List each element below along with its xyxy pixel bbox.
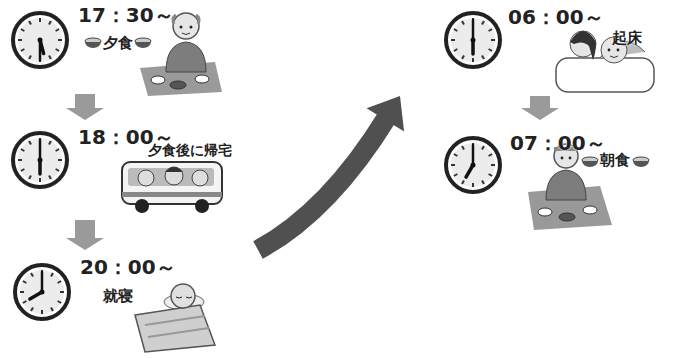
time-label: 20：00～ xyxy=(80,256,176,278)
arrow-shape xyxy=(66,94,104,120)
arrow-head xyxy=(367,96,405,131)
bus-illustration xyxy=(122,162,222,213)
down-arrow xyxy=(521,96,559,120)
arrow-shape xyxy=(521,96,559,120)
activity-label: 就寝 xyxy=(103,288,133,305)
activity-label: 起床 xyxy=(612,30,642,47)
time-label: 07：00～ xyxy=(510,132,606,154)
clock-icon xyxy=(15,265,69,319)
time-label: 17：30～ xyxy=(78,4,174,26)
step-box: 07：00～朝食 xyxy=(400,120,662,232)
down-arrow xyxy=(66,220,104,250)
step-box: 17：30～ 夕食 xyxy=(8,4,258,94)
step-box: 18：00～夕食後に帰宅 xyxy=(8,120,258,220)
down-arrow xyxy=(66,94,104,120)
clock-icon xyxy=(446,13,500,67)
breakfast-illustration xyxy=(528,144,612,230)
arrow-shaft xyxy=(258,116,387,250)
step-box: 06：00～ 起床 xyxy=(400,4,662,96)
curved-arrow xyxy=(258,96,404,250)
bowl-icon xyxy=(85,38,649,167)
activity-label: 夕食 xyxy=(103,35,133,52)
arrow-shape xyxy=(66,220,104,250)
sleep-illustration xyxy=(135,284,215,352)
clock-icon xyxy=(13,13,67,67)
activity-label: 夕食後に帰宅 xyxy=(148,143,232,158)
activity-label: 朝食 xyxy=(600,152,630,169)
wakeup-illustration xyxy=(556,31,654,92)
clock-icon xyxy=(13,133,67,187)
clock-icon xyxy=(446,138,500,192)
step-box: 20：00～ 就寝 xyxy=(8,250,258,355)
time-label: 06：00～ xyxy=(508,6,604,28)
